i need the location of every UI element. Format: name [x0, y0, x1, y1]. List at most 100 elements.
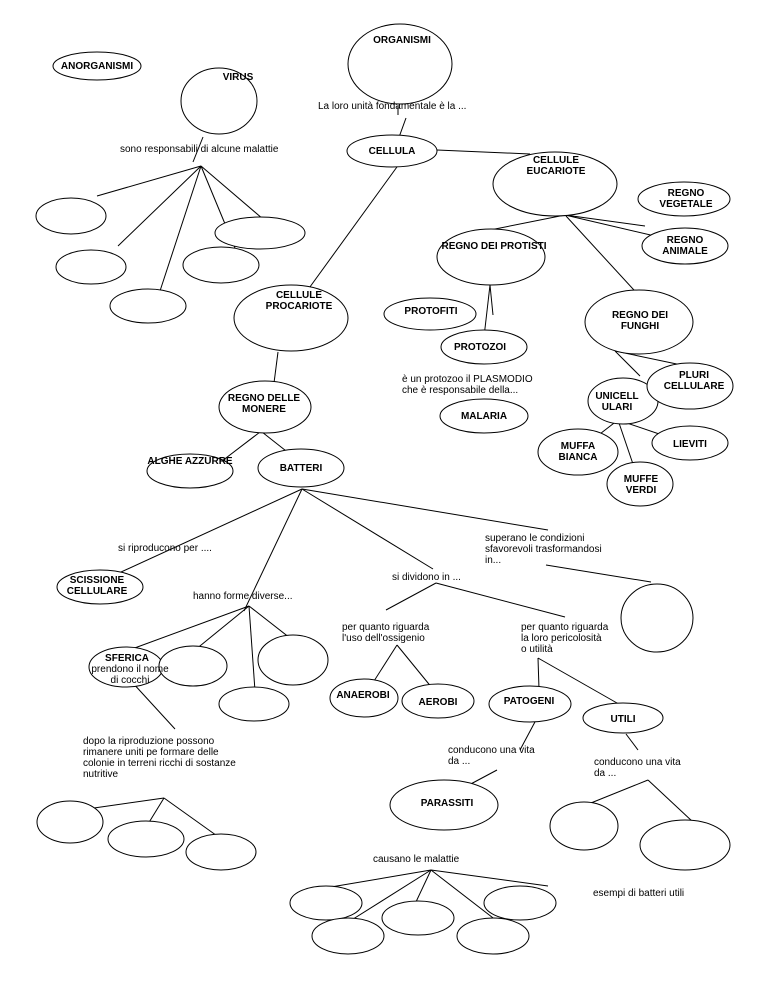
aerobi-label: AEROBI: [419, 697, 458, 708]
pluricellulare-node: [646, 362, 734, 410]
connector-line: [107, 488, 303, 579]
connector-line: [200, 165, 264, 220]
connector-line: [489, 284, 494, 316]
patogeni-label: PATOGENI: [504, 696, 555, 707]
empty-virus-4: [182, 246, 260, 284]
organismi-label: ORGANISMI: [373, 35, 431, 46]
batteri-label: BATTERI: [280, 463, 323, 474]
connector-line: [435, 582, 566, 618]
lieviti-node: [651, 425, 729, 461]
empty-malattia-2: [381, 900, 455, 936]
connector-lines: [79, 106, 694, 922]
scissione-node: [56, 569, 144, 605]
lieviti-label: LIEVITI: [673, 439, 707, 450]
aerobi-node: [401, 683, 475, 719]
parassiti-node: [389, 779, 499, 831]
empty-forma-3: [218, 686, 290, 722]
connector-line: [625, 733, 639, 751]
connector-line: [614, 350, 641, 377]
connector-line: [96, 165, 202, 197]
regno-protisti-node: [436, 228, 546, 286]
empty-forma-1: [158, 645, 228, 687]
node-ellipses: [35, 23, 734, 955]
connector-line: [301, 488, 549, 531]
protozoi-label: PROTOZOI: [454, 342, 506, 353]
regno-vegetale-node: [637, 181, 731, 217]
connector-line: [617, 419, 636, 471]
cellule-eucariote-node: [492, 151, 618, 217]
connector-line: [194, 605, 250, 651]
connector-line: [324, 869, 432, 889]
connector-line: [117, 165, 202, 247]
anaerobi-node: [329, 678, 399, 718]
connector-line: [564, 214, 646, 227]
empty-colonia-3: [185, 833, 257, 871]
organismi-node: [347, 23, 453, 105]
cellule-procariote-node: [233, 284, 349, 352]
link-causano-label: causano le malattie: [373, 854, 460, 865]
malaria-node: [439, 398, 529, 434]
empty-colonia-1: [36, 800, 104, 844]
connector-line: [414, 869, 432, 905]
protofiti-label: PROTOFITI: [404, 306, 457, 317]
patogeni-node: [488, 685, 572, 723]
cellula-node: [346, 134, 438, 168]
anorganismi-label: ANORGANISMI: [61, 61, 133, 72]
muffe-verdi-node: [606, 461, 674, 507]
parassiti-label: PARASSITI: [421, 798, 474, 809]
connector-line: [301, 488, 434, 570]
link-riproducono-label: si riproducono per ....: [118, 543, 212, 554]
connector-line: [147, 797, 165, 825]
connector-line: [519, 719, 537, 751]
regno-animale-node: [641, 227, 729, 265]
connector-line: [565, 215, 645, 302]
empty-virus-2: [214, 216, 306, 250]
link-forme-label: hanno forme diverse...: [193, 591, 293, 602]
connector-line: [221, 431, 261, 462]
virus-label: VIRUS: [223, 72, 254, 83]
connector-line: [273, 351, 279, 384]
empty-malattia-3: [483, 885, 557, 921]
empty-malattia-1: [289, 885, 363, 921]
empty-malattia-4: [311, 917, 385, 955]
link-esempi-label: esempi di batteri utili: [593, 888, 684, 899]
empty-utili-2: [639, 819, 731, 871]
utili-label: UTILI: [611, 714, 636, 725]
connector-line: [192, 136, 204, 163]
empty-forma-2: [257, 634, 329, 686]
utili-node: [582, 702, 664, 734]
empty-utili-1: [549, 801, 619, 851]
connector-line: [130, 680, 176, 730]
empty-resistente: [620, 583, 694, 653]
connector-line: [489, 214, 566, 231]
regno-monere-node: [218, 380, 312, 434]
connector-line: [306, 159, 403, 292]
empty-malattia-5: [456, 917, 530, 955]
link-unita-label: La loro unità fondamentale è la ...: [318, 101, 466, 112]
empty-virus-1: [35, 197, 107, 235]
protozoi-node: [440, 329, 528, 365]
empty-virus-5: [109, 288, 187, 324]
connector-line: [430, 869, 498, 922]
connector-line: [163, 797, 221, 839]
link-dividono-label: si dividono in ...: [392, 572, 461, 583]
virus-node: [180, 67, 258, 135]
regno-funghi-node: [584, 289, 694, 355]
connector-line: [436, 149, 531, 155]
